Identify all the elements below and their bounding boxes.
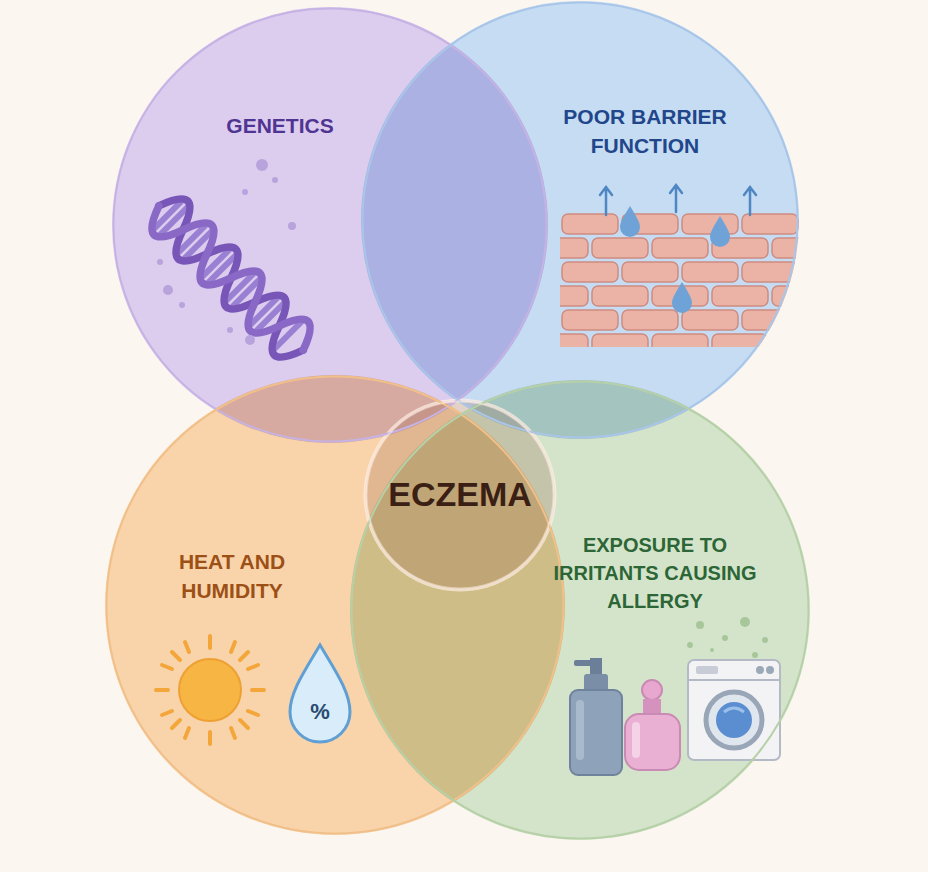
- dna-icon: [142, 189, 320, 367]
- percent-symbol: %: [310, 699, 330, 725]
- particles: [157, 159, 296, 345]
- factor-label: HEAT AND HUMIDITY: [157, 547, 307, 606]
- circle-fills: [105, 1, 810, 840]
- water-drops: [620, 206, 730, 313]
- factor-circle: EXPOSURE TO IRRITANTS CAUSING ALLERGY: [350, 380, 810, 840]
- irritant-products: [570, 658, 780, 775]
- center-label: ECZEMA: [375, 471, 545, 519]
- factor-label: POOR BARRIER FUNCTION: [550, 102, 740, 161]
- factor-label: GENETICS: [180, 111, 380, 140]
- circle-outline: [112, 7, 548, 443]
- center-circle: ECZEMA: [365, 400, 555, 590]
- humidity-drop: [290, 645, 350, 742]
- factor-circle: POOR BARRIER FUNCTION: [361, 1, 799, 439]
- evaporation-arrows: [600, 185, 756, 215]
- factor-circle: HEAT AND HUMIDITY: [105, 375, 565, 835]
- factor-circle: GENETICS: [112, 7, 548, 443]
- circle-outline: [350, 380, 810, 840]
- allergen-specks: [687, 617, 768, 658]
- sun-icon: [156, 636, 264, 744]
- factor-label: EXPOSURE TO IRRITANTS CAUSING ALLERGY: [548, 531, 763, 615]
- skin-barrier-icon: [560, 212, 810, 347]
- circle-outline: [105, 375, 565, 835]
- circle-outline: [361, 1, 799, 439]
- center-circle: [365, 400, 555, 590]
